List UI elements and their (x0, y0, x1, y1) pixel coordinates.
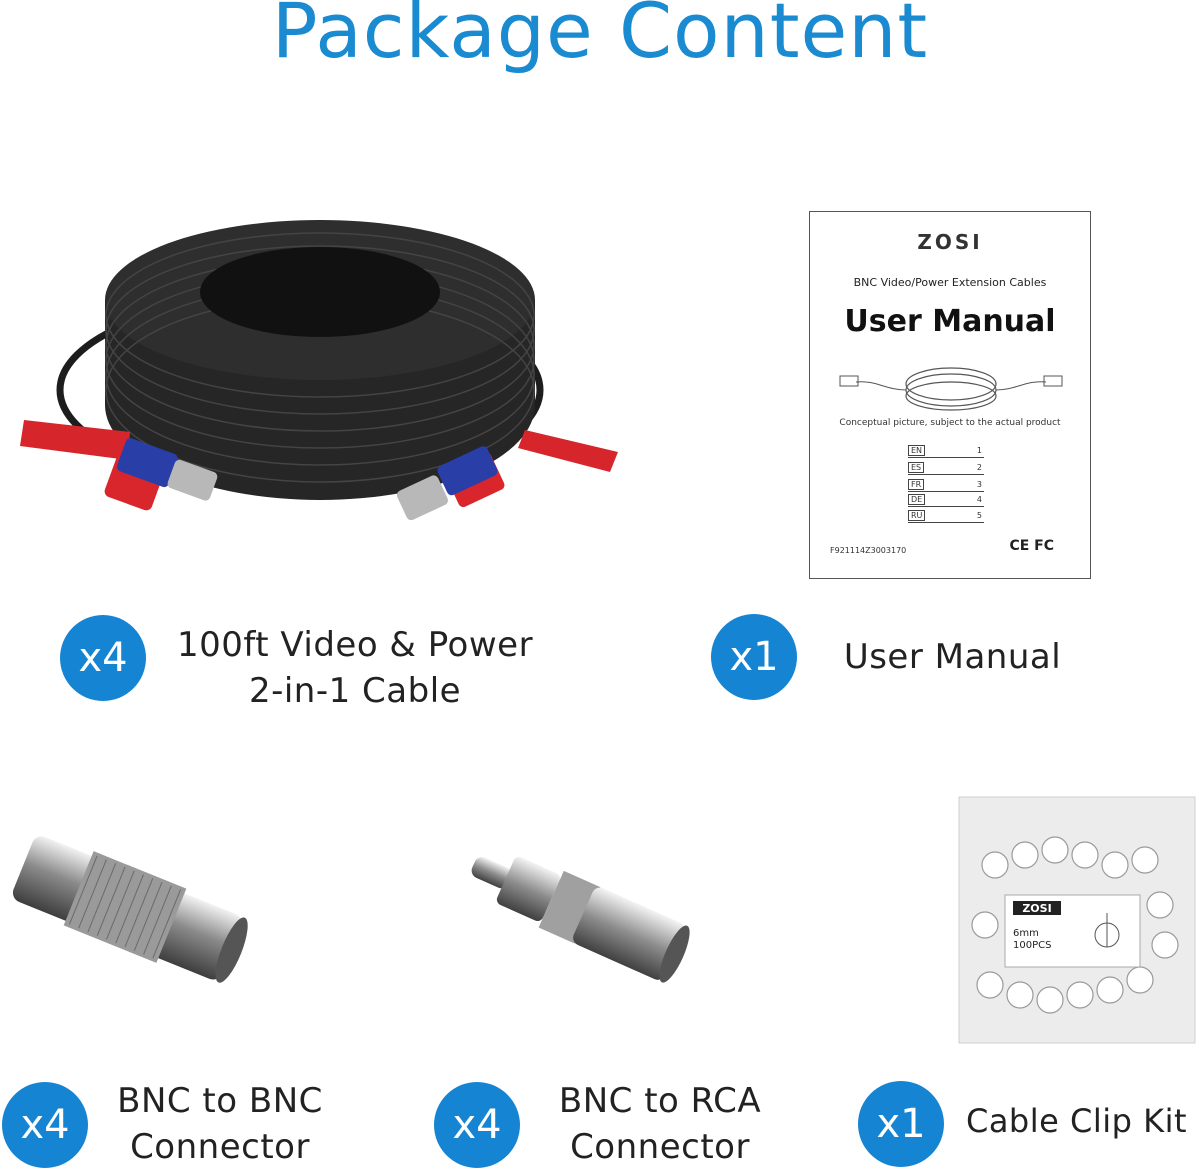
item-label-manual: User Manual (843, 637, 1062, 677)
cable-clip-bag-image: ZOSI 6mm 100PCS (958, 796, 1196, 1044)
page-title: Package Content (271, 0, 929, 75)
manual-brand: ZOSI (917, 230, 983, 254)
clip-bag-count: 100PCS (1013, 940, 1051, 951)
qty-badge: x1 (711, 614, 797, 700)
clip-bag-size: 6mm (1013, 928, 1039, 939)
qty-badge: x4 (60, 615, 146, 701)
manual-title: User Manual (844, 304, 1056, 339)
user-manual-image: ZOSI BNC Video/Power Extension Cables Us… (809, 211, 1091, 579)
qty-badge: x4 (434, 1082, 520, 1168)
manual-note: Conceptual picture, subject to the actua… (839, 418, 1061, 428)
manual-certs: CE FC (1009, 538, 1054, 554)
item-label-clip-kit: Cable Clip Kit (965, 1102, 1188, 1140)
bnc-rca-connector-image (471, 856, 690, 983)
item-label-cable: 100ft Video & Power 2-in-1 Cable (176, 625, 534, 711)
bnc-bnc-connector-image (12, 836, 248, 983)
manual-code: F921114Z3003170 (830, 546, 907, 555)
clip-bag-brand: ZOSI (1022, 902, 1051, 915)
manual-subtitle: BNC Video/Power Extension Cables (853, 276, 1047, 289)
item-label-bnc-bnc: BNC to BNC Connector (117, 1081, 323, 1167)
item-label-bnc-rca: BNC to RCA Connector (558, 1081, 762, 1167)
qty-badge: x4 (2, 1082, 88, 1168)
manual-cable-illustration (839, 367, 1063, 411)
cable-coil-image (20, 220, 618, 521)
qty-badge: x1 (858, 1081, 944, 1167)
